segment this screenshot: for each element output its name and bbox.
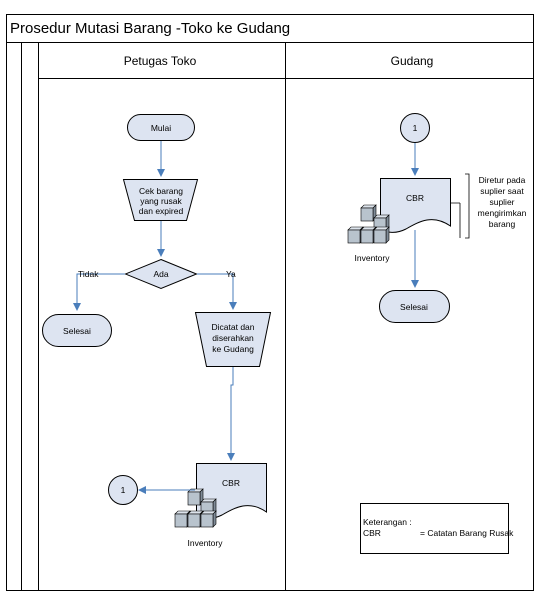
note-line-4: mengirimkan (478, 208, 527, 218)
legend-meaning: = Catatan Barang Rusak (420, 528, 514, 538)
check-line-2: yang rusak (140, 196, 182, 206)
annotation-note: Diretur pada suplier saat suplier mengir… (478, 175, 527, 229)
yes-branch-label: Ya (226, 269, 236, 279)
diagram-title: Prosedur Mutasi Barang -Toko ke Gudang (10, 20, 290, 37)
check-line-1: Cek barang (139, 186, 183, 196)
no-branch-label: Tidak (78, 269, 99, 279)
lane-header-gudang: Gudang (391, 54, 434, 68)
note-line-3: suplier (489, 197, 514, 207)
manual-operation-check: Cek barang yang rusak dan expired (122, 179, 199, 221)
connector-label-toko: 1 (121, 485, 126, 495)
connector-label-gudang: 1 (413, 123, 418, 133)
decision-label: Ada (153, 269, 168, 279)
record-line-3: ke Gudang (212, 344, 254, 354)
legend-abbr: CBR (363, 528, 381, 538)
note-line-5: barang (489, 219, 516, 229)
inventory-label-toko: Inventory (188, 538, 224, 548)
inventory-label-gudang: Inventory (355, 253, 391, 263)
offpage-connector-toko: 1 (108, 475, 138, 505)
start-terminator: Mulai (127, 114, 195, 141)
check-line-3: dan expired (139, 206, 184, 216)
document-cbr-gudang: CBR (380, 178, 451, 233)
flow-record-to-doc (227, 367, 235, 461)
flow-tidak (73, 273, 125, 311)
end-terminator-gudang: Selesai (379, 290, 450, 323)
record-line-2: diserahkan (212, 333, 254, 343)
annotation-bracket (451, 173, 470, 239)
doc-label-toko: CBR (222, 478, 240, 488)
manual-operation-record: Dicatat dan diserahkan ke Gudang (194, 312, 272, 367)
end-terminator-toko: Selesai (42, 314, 112, 347)
end-label-gudang: Selesai (400, 302, 428, 312)
record-line-1: Dicatat dan (212, 322, 255, 332)
decision-ada: Ada (124, 258, 198, 290)
legend-box: Keterangan : CBR = Catatan Barang Rusak (360, 503, 514, 554)
doc-label-gudang: CBR (406, 193, 424, 203)
start-label: Mulai (151, 123, 171, 133)
note-line-1: Diretur pada (479, 175, 526, 185)
note-line-2: suplier saat (480, 186, 524, 196)
end-label-toko: Selesai (63, 326, 91, 336)
flow-ya (197, 273, 237, 310)
legend-title: Keterangan : (363, 517, 412, 527)
offpage-connector-gudang: 1 (400, 113, 430, 143)
lane-header-petugas-toko: Petugas Toko (124, 54, 197, 68)
